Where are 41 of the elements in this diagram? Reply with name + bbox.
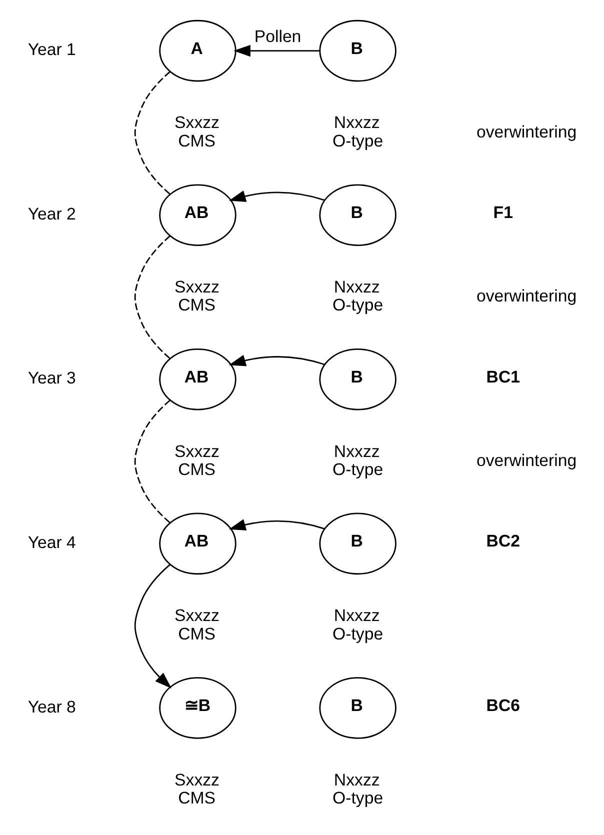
label: Year 8	[28, 696, 76, 716]
edge-label: Pollen	[254, 26, 302, 46]
label: overwintering	[476, 450, 577, 470]
arrow	[234, 44, 320, 56]
arrow	[228, 190, 325, 202]
node-ellipse: B	[319, 676, 396, 738]
label: BC1	[486, 366, 520, 386]
node-label: Nxxzz O-type	[332, 770, 384, 808]
node-label: Nxxzz O-type	[332, 276, 384, 314]
node-label: Sxxzz CMS	[174, 112, 220, 150]
arrow	[134, 564, 172, 688]
label: Year 2	[28, 204, 76, 223]
node-ellipse: B	[319, 512, 396, 574]
node-ellipse: B	[319, 184, 396, 246]
node-label: Nxxzz O-type	[332, 606, 384, 643]
node-label: Nxxzz O-type	[332, 441, 384, 479]
label: BC6	[486, 695, 520, 714]
label: Year 3	[28, 368, 76, 388]
connector	[134, 70, 170, 194]
node-label: Sxxzz CMS	[174, 441, 220, 479]
node-label: Nxxzz O-type	[332, 112, 384, 150]
label: BC2	[486, 531, 520, 550]
connector	[134, 399, 170, 523]
node-ellipse: AB	[159, 184, 236, 246]
label: Year 1	[28, 40, 76, 59]
node-label: Sxxzz CMS	[174, 606, 220, 643]
node-label: Sxxzz CMS	[174, 770, 220, 808]
node-ellipse: AB	[159, 512, 236, 574]
node-ellipse: ≅B	[159, 676, 236, 738]
arrow	[228, 354, 325, 366]
label: overwintering	[476, 122, 577, 141]
label: overwintering	[476, 286, 577, 306]
node-label: Sxxzz CMS	[174, 276, 220, 314]
node-ellipse: AB	[159, 348, 236, 410]
arrow	[228, 518, 325, 530]
node-ellipse: B	[319, 19, 396, 82]
connector	[134, 234, 170, 359]
label: Year 4	[28, 532, 76, 552]
label: F1	[493, 202, 513, 222]
node-ellipse: B	[319, 348, 396, 410]
node-ellipse: A	[159, 19, 236, 82]
